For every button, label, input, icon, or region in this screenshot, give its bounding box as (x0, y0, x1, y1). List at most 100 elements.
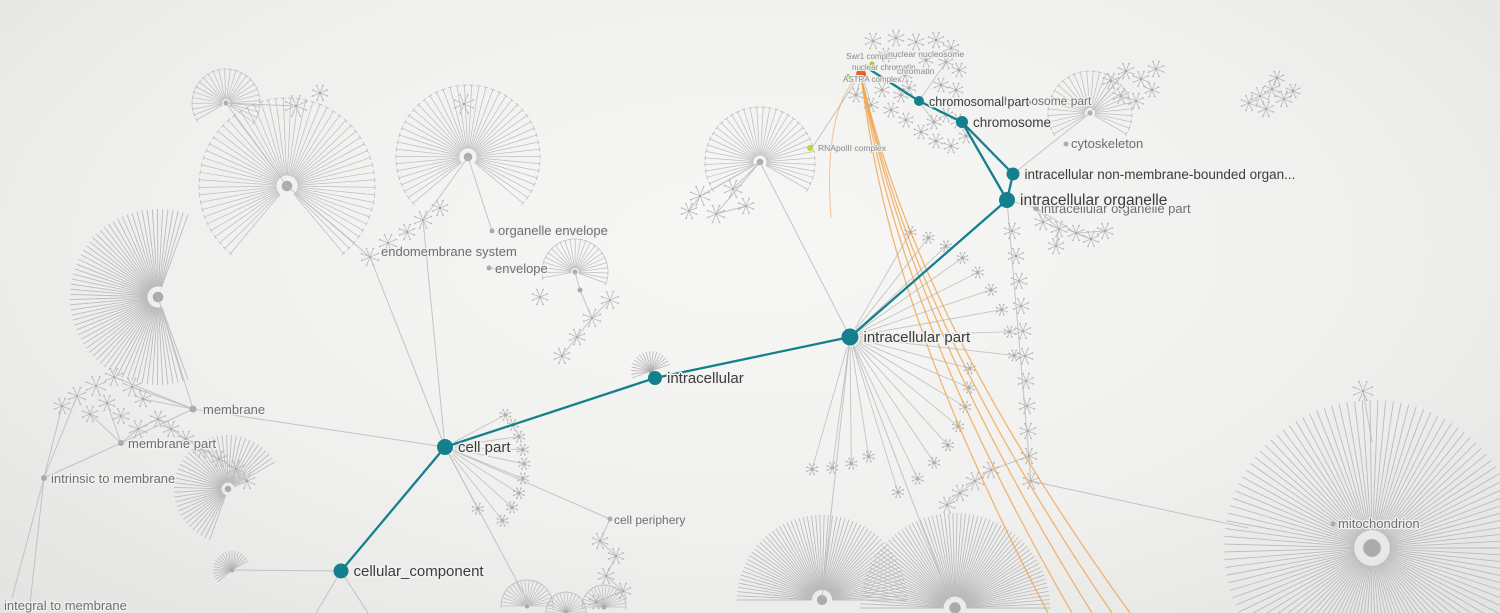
cluster-fan (1047, 70, 1133, 137)
mini-cluster-star (887, 29, 905, 47)
cluster-fan (198, 97, 376, 256)
node-label-intracellular-nmb-organelle[interactable]: intracellular non-membrane-bounded organ… (1023, 166, 1297, 184)
node-intracellular-nmb-organelle[interactable] (1006, 167, 1020, 181)
mini-cluster-star (210, 450, 228, 468)
mini-cluster-star (512, 430, 525, 443)
fan-star-cluster (449, 408, 531, 527)
label-membrane-part: membrane part (128, 436, 217, 451)
node-label-intracellular[interactable]: intracellular (666, 369, 746, 389)
node-chromosomal-part[interactable] (914, 96, 924, 106)
mini-cluster-star (53, 397, 71, 415)
mini-cluster-star (431, 199, 449, 217)
mini-cluster-star (1012, 297, 1030, 315)
cluster-fan (545, 591, 587, 613)
label-integral-to-membrane: integral to membrane (4, 598, 127, 613)
green-node[interactable] (845, 74, 851, 80)
green-node[interactable] (807, 145, 813, 151)
mini-cluster-star (1127, 92, 1145, 110)
mini-cluster-star (723, 179, 743, 199)
node-label-chromosomal-part[interactable]: chromosomal part (928, 94, 1032, 111)
label-nuclear-chromatin: nuclear chromatin (852, 63, 916, 72)
mini-cluster-star (848, 87, 864, 103)
mini-cluster-star (897, 67, 913, 83)
mini-cluster-star (568, 328, 586, 346)
mini-cluster-star (582, 308, 602, 328)
mini-cluster-star (516, 472, 529, 485)
mini-cluster-star (134, 390, 152, 408)
mini-cluster-star (874, 82, 890, 98)
node-label-cellular-component[interactable]: cellular_component (352, 562, 486, 582)
mini-cluster-star (878, 47, 894, 63)
mini-cluster-star (531, 288, 549, 306)
mini-cluster-star (911, 472, 924, 485)
node-intracellular[interactable] (648, 371, 662, 385)
mini-cluster-star (516, 443, 529, 456)
cluster-fans (70, 68, 1500, 613)
mini-cluster-star (1263, 80, 1281, 98)
mini-cluster-star (1275, 90, 1293, 108)
mini-cluster-star (943, 138, 959, 154)
node-label-intracellular-organelle[interactable]: intracellular organelle (1019, 191, 1169, 211)
mini-cluster-star (1016, 347, 1034, 365)
node-cell-part[interactable] (437, 439, 453, 455)
mini-cluster-star (922, 231, 935, 244)
mini-cluster-star (689, 185, 711, 207)
mini-cluster-star (1050, 220, 1068, 238)
mini-cluster-star (933, 77, 949, 93)
mini-cluster-star (1018, 397, 1036, 415)
gray-anchor-nodes (41, 141, 1336, 527)
node-label-chromosome[interactable]: chromosome (972, 114, 1053, 132)
mini-cluster-star (614, 582, 632, 600)
node-label-cell-part[interactable]: cell part (457, 438, 513, 458)
label-swr1-complex: Swr1 complex (846, 52, 896, 61)
mini-cluster-star (413, 210, 433, 230)
mini-cluster-star (177, 430, 195, 448)
orange-node[interactable] (856, 69, 866, 79)
mini-cluster-star (1147, 60, 1165, 78)
mini-cluster-star (928, 133, 944, 149)
mini-cluster-star (1352, 380, 1374, 402)
mini-cluster-star (1250, 86, 1270, 106)
node-label-intracellular-part[interactable]: intracellular part (862, 328, 973, 348)
mini-cluster-star (588, 594, 604, 610)
cluster-fan (395, 84, 541, 206)
mini-cluster-star (892, 486, 905, 499)
mini-cluster-star (982, 461, 1000, 479)
label-membrane: membrane (203, 402, 265, 417)
node-cellular-component[interactable] (333, 563, 349, 579)
label-endomembrane-system: endomembrane system (381, 244, 517, 259)
mini-cluster-star (737, 197, 755, 215)
cluster-fan (70, 208, 189, 386)
mini-cluster-star (453, 93, 475, 115)
mini-cluster-star (951, 62, 967, 78)
mini-cluster-star (951, 484, 969, 502)
mini-cluster-star (918, 52, 934, 68)
mini-cluster-star (85, 375, 107, 397)
node-intracellular-part[interactable] (841, 328, 859, 346)
mini-cluster-star (378, 233, 398, 253)
label-astra-complex: ASTRA complex (843, 75, 901, 84)
cluster-fan (737, 515, 907, 606)
mini-cluster-star (1019, 422, 1037, 440)
mini-cluster-star (845, 457, 858, 470)
mini-cluster-star (591, 532, 609, 550)
node-intracellular-organelle[interactable] (999, 192, 1015, 208)
mini-cluster-star (192, 439, 212, 459)
mini-cluster-star (1269, 70, 1285, 86)
cluster-fan (860, 513, 1050, 613)
label-intracellular-organelle-part: intracellular organelle part (1041, 201, 1191, 216)
mini-cluster-star (1132, 70, 1150, 88)
mini-cluster-star (938, 107, 954, 123)
mini-cluster-star (471, 502, 484, 515)
mini-cluster-star (984, 283, 997, 296)
mini-cluster-star (1014, 322, 1032, 340)
green-node[interactable] (869, 61, 875, 67)
node-chromosome[interactable] (956, 116, 968, 128)
label-organelle-envelope: organelle envelope (498, 223, 608, 238)
fan-star-clusters (449, 226, 1021, 527)
mini-cluster-star (1096, 222, 1114, 240)
mini-cluster-star (122, 377, 142, 397)
